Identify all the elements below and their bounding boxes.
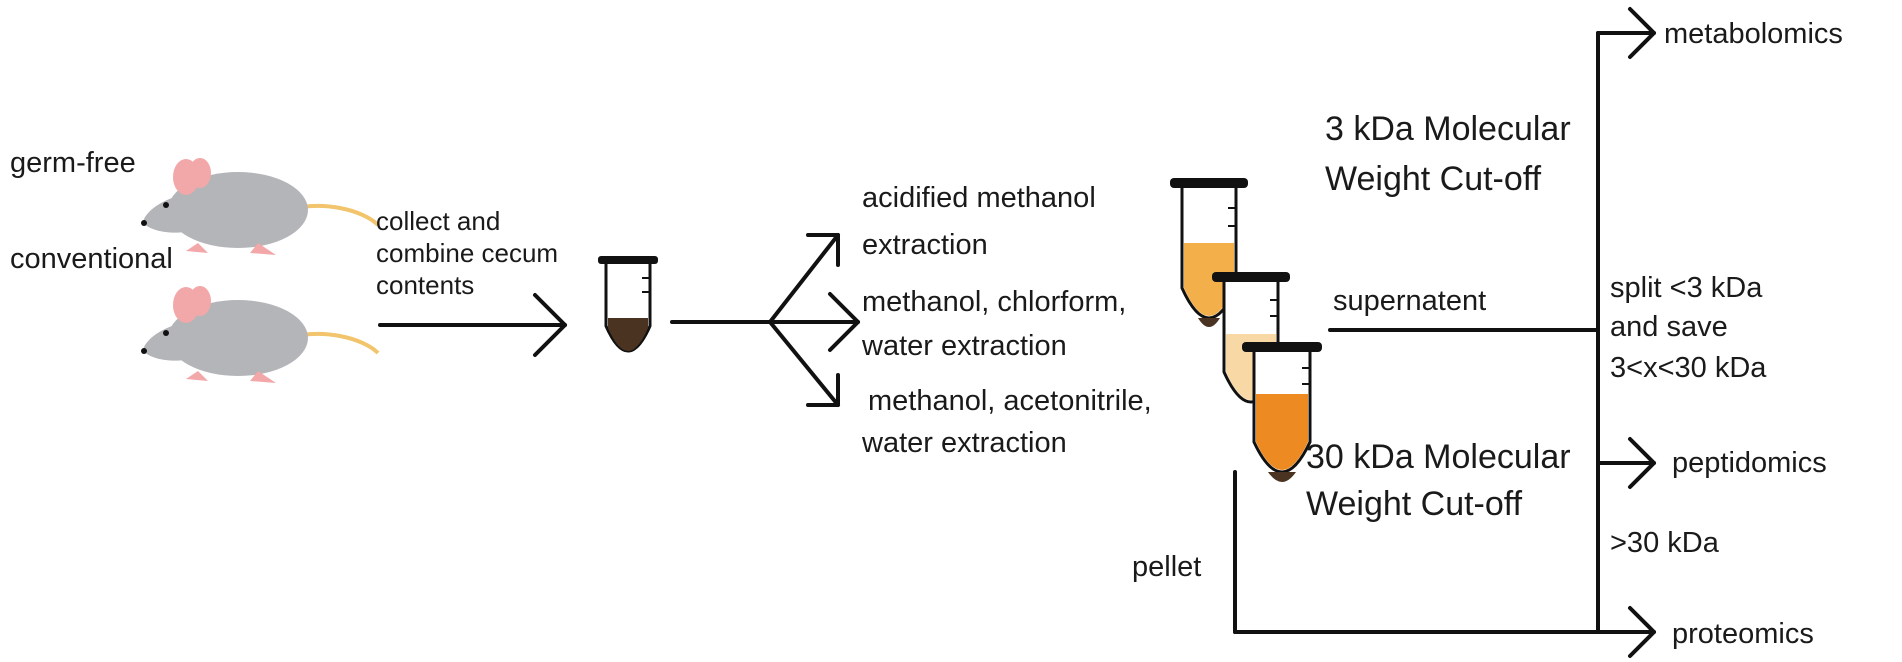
label-collect-3: contents — [376, 270, 474, 300]
mouse-icon-germ-free — [139, 156, 380, 257]
metabolomics-arrowhead — [1628, 7, 1656, 59]
label-split-3: 3<x<30 kDa — [1610, 352, 1767, 384]
peptidomics-arrowhead — [1628, 437, 1656, 489]
label-cutoff30-1: 30 kDa Molecular — [1306, 438, 1571, 476]
label-split-2: and save — [1610, 311, 1728, 343]
label-supernatent: supernatent — [1333, 285, 1486, 317]
label-extraction-2a: methanol, chlorform, — [862, 286, 1126, 318]
label-peptidomics: peptidomics — [1672, 447, 1827, 479]
label-extraction-2b: water extraction — [861, 330, 1067, 362]
branch-arrow-upper — [768, 233, 840, 324]
label-split-1: split <3 kDa — [1610, 272, 1763, 304]
label-germ-free: germ-free — [10, 147, 136, 179]
branch-arrow-lower — [768, 320, 840, 407]
label-extraction-1a: acidified methanol — [862, 182, 1096, 214]
branch-arrowhead-lower — [806, 373, 840, 407]
label-cutoff3-2: Weight Cut-off — [1325, 160, 1542, 198]
branch-arrowhead-middle — [828, 292, 860, 352]
tube-icon-extract-3 — [1242, 342, 1322, 482]
label-collect-2: combine cecum — [376, 238, 558, 268]
label-collect-1: collect and — [376, 206, 500, 236]
label-extraction-1b: extraction — [862, 229, 988, 261]
label-cutoff3-1: 3 kDa Molecular — [1325, 110, 1571, 148]
label-extraction-3a: methanol, acetonitrile, — [868, 385, 1152, 417]
label-extraction-3b: water extraction — [861, 427, 1067, 459]
label-cutoff30-2: Weight Cut-off — [1306, 485, 1523, 523]
label-proteomics: proteomics — [1672, 618, 1814, 650]
label-metabolomics: metabolomics — [1664, 18, 1843, 50]
label-conventional: conventional — [10, 243, 173, 275]
branch-arrowhead-upper — [806, 233, 840, 267]
proteomics-arrowhead — [1628, 606, 1656, 658]
label-gt30: >30 kDa — [1610, 527, 1720, 559]
tube-icon-cecum — [598, 256, 658, 353]
label-pellet: pellet — [1132, 551, 1201, 583]
collect-arrowhead — [533, 293, 567, 357]
mouse-icon-conventional — [139, 284, 380, 385]
